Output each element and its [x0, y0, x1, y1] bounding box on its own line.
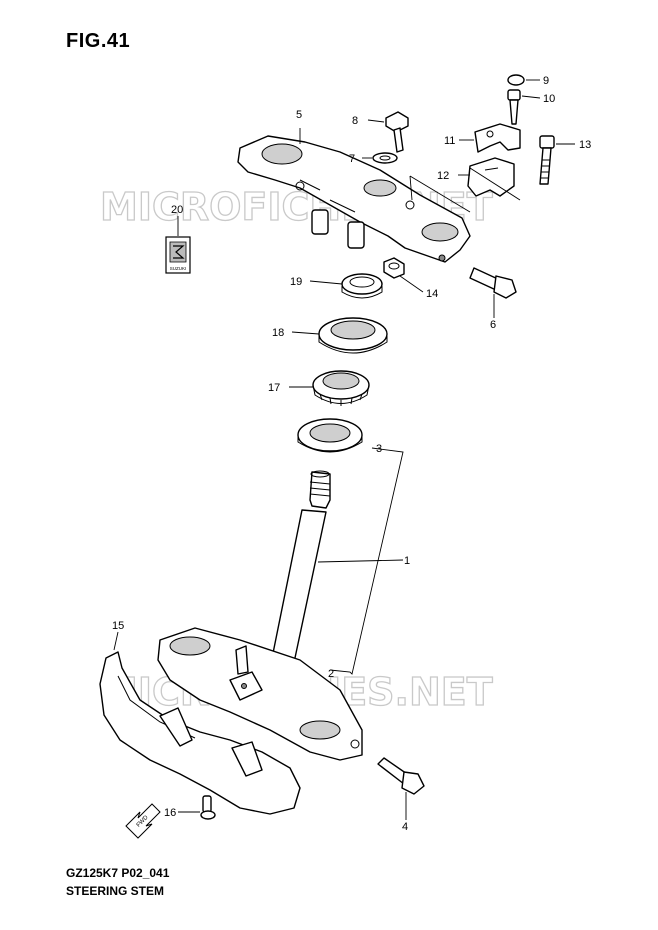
- handlebar-holder-upper-11: [474, 123, 521, 153]
- callout-18: 18: [272, 327, 284, 339]
- callout-1: 1: [404, 555, 410, 567]
- bolt-6: [469, 267, 517, 299]
- callout-14: 14: [426, 288, 438, 300]
- bolt-10: [507, 89, 521, 125]
- callout-17: 17: [268, 382, 280, 394]
- callout-7: 7: [349, 153, 355, 165]
- bolt-8: [385, 111, 409, 153]
- callout-12: 12: [437, 170, 449, 182]
- callout-10: 10: [543, 93, 555, 105]
- leader-lines: [113, 79, 575, 820]
- callout-20: 20: [171, 204, 183, 216]
- callout-3: 3: [376, 443, 382, 455]
- callout-5: 5: [296, 109, 302, 121]
- steering-stem-nut-19: [341, 273, 383, 299]
- emblem-text: SUZUKI: [170, 266, 187, 271]
- suzuki-emblem-20: SUZUKI: [165, 236, 191, 274]
- lower-bracket-2: [157, 627, 363, 761]
- figure-name: STEERING STEM: [66, 884, 165, 898]
- callout-9: 9: [543, 75, 549, 87]
- callout-6: 6: [490, 319, 496, 331]
- callout-8: 8: [352, 115, 358, 127]
- bolt-4: [377, 757, 425, 795]
- lower-cover-15: [99, 651, 301, 815]
- callout-4: 4: [402, 821, 408, 833]
- callout-11: 11: [444, 135, 455, 147]
- model-code: GZ125K7 P02_041: [66, 866, 170, 880]
- nut-14: [383, 257, 405, 279]
- callout-19: 19: [290, 276, 302, 288]
- fwd-arrow: FWD: [125, 803, 161, 839]
- cap-9: [507, 74, 525, 86]
- handlebar-holder-lower-12: [467, 157, 515, 197]
- screw-16: [200, 795, 216, 820]
- callout-2: 2: [328, 668, 334, 680]
- figure-title: FIG.41: [66, 30, 131, 52]
- callout-13: 13: [579, 139, 591, 151]
- upper-bracket: [237, 135, 471, 263]
- race-3: [297, 418, 363, 453]
- washer-7: [372, 152, 398, 164]
- bearing-17: [312, 370, 370, 406]
- bolt-13: [539, 135, 555, 185]
- callout-16: 16: [164, 807, 176, 819]
- callout-15: 15: [112, 620, 124, 632]
- dust-seal-18: [318, 317, 388, 354]
